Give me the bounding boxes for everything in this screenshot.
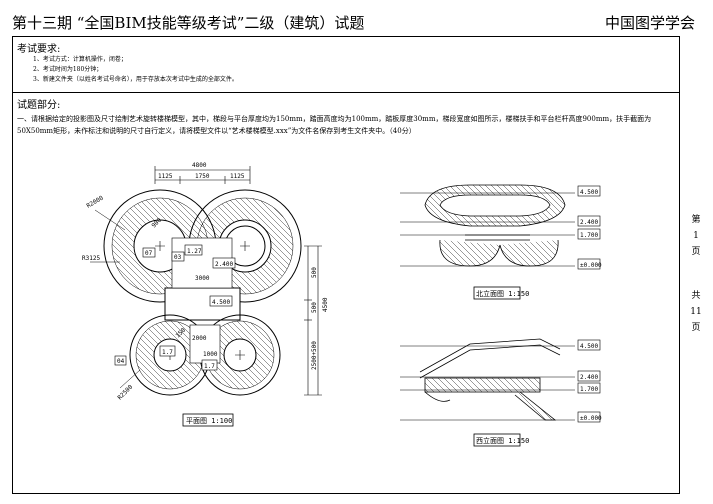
plan-box-label: 1.7: [162, 349, 173, 356]
plan-dim: 1125: [158, 173, 173, 180]
plan-box-label: 04: [117, 358, 125, 365]
plan-dim: 1125: [230, 173, 245, 180]
requirements-title: 考试要求:: [17, 44, 61, 55]
plan-elevation-mark: 4.500: [212, 299, 230, 306]
plan-drawing: [90, 166, 322, 396]
requirement-item: 2、考试时间为180分钟；: [33, 66, 103, 73]
plan-radius: R2500: [116, 383, 134, 401]
elevation-mark: 2.400: [580, 219, 598, 226]
west-elevation-caption: 西立面图 1:150: [476, 436, 529, 445]
north-elevation: [400, 184, 575, 267]
plan-dim: 3000: [195, 275, 210, 282]
requirement-item: 3、新建文件夹（以姓名考试号命名），用于存放本次考试中生成的全部文件。: [33, 76, 238, 83]
questions-title: 试题部分:: [17, 100, 61, 111]
question-text: 一、请根据给定的投影图及尺寸绘制艺术旋转楼梯模型，其中，梯段与平台厚度均为150…: [17, 115, 652, 135]
elevation-mark: 2.400: [580, 374, 598, 381]
plan-radius: R3125: [82, 255, 100, 262]
page-counter-text: 11: [690, 307, 702, 317]
plan-radius: R2000: [86, 194, 105, 209]
elevation-mark: ±0.000: [580, 262, 602, 269]
plan-dim: 2500+500: [311, 341, 318, 370]
organization-name: 中国图学学会: [604, 14, 695, 32]
plan-box-label: 1.27: [187, 248, 202, 255]
elevation-mark: ±0.000: [580, 415, 602, 422]
page-header: 第十三期 “全国BIM技能等级考试”二级（建筑）试题 中国图学学会: [0, 0, 713, 34]
plan-elevation-mark: 2.400: [215, 261, 233, 268]
page-counter-text: 1: [693, 231, 699, 241]
exam-title: 第十三期 “全国BIM技能等级考试”二级（建筑）试题: [12, 14, 365, 32]
page-counter-text: 共: [691, 291, 701, 301]
plan-dim: 500: [311, 302, 318, 313]
page-counter-text: 第: [691, 215, 701, 225]
plan-box-label: 07: [145, 250, 153, 257]
plan-dim: 500: [311, 267, 318, 278]
page-counter-text: 页: [691, 247, 701, 257]
plan-box-label: 1.7: [204, 363, 215, 370]
plan-dim: 4800: [192, 162, 207, 169]
elevation-mark: 1.700: [580, 232, 598, 239]
west-elevation-labels: 4.500 2.400 1.700 ±0.000 西立面图 1:150: [473, 339, 602, 447]
north-elevation-caption: 北立面图 1:150: [476, 289, 529, 298]
requirements-list: 1、考试方式：计算机操作，闭卷； 2、考试时间为180分钟； 3、新建文件夹（以…: [33, 55, 293, 89]
plan-dim: 4500: [322, 297, 329, 312]
west-elevation: [400, 338, 575, 421]
exam-frame: 考试要求: 1、考试方式：计算机操作，闭卷； 2、考试时间为180分钟； 3、新…: [12, 36, 680, 494]
elevation-mark: 1.700: [580, 386, 598, 393]
elevation-mark: 4.500: [580, 343, 598, 350]
elevation-mark: 4.500: [580, 189, 598, 196]
page-counter: 第 1 页 共 11 页: [683, 212, 709, 336]
requirement-item: 1、考试方式：计算机操作，闭卷；: [33, 56, 127, 63]
plan-dim: 1000: [203, 351, 218, 358]
page-counter-text: 页: [691, 323, 701, 333]
plan-dim: 1750: [195, 173, 210, 180]
plan-box-label: 03: [174, 254, 182, 261]
north-elevation-labels: 4.500 2.400 1.700 ±0.000 北立面图 1:150: [473, 185, 602, 300]
requirements-section: 考试要求: 1、考试方式：计算机操作，闭卷； 2、考试时间为180分钟； 3、新…: [13, 37, 679, 93]
plan-caption: 平面图 1:100: [186, 417, 232, 425]
plan-dim: 2000: [192, 335, 207, 342]
